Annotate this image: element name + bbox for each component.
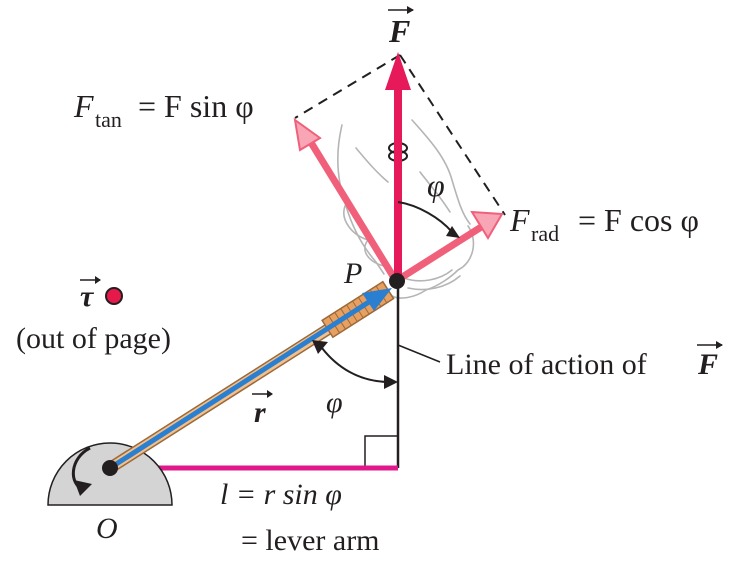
f-tan-subscript: tan bbox=[95, 107, 122, 132]
r-vector-label: r bbox=[252, 390, 273, 429]
svg-text:F: F bbox=[509, 202, 530, 238]
line-of-action-text: Line of action of bbox=[446, 348, 647, 381]
line-of-action-leader bbox=[397, 344, 441, 363]
force-label-text: F bbox=[388, 13, 410, 49]
r-vector-arrow bbox=[108, 288, 392, 471]
torque-label: τ bbox=[80, 276, 101, 313]
line-of-action-label: Line of action of F bbox=[446, 341, 723, 381]
f-tan-label: F tan = F sin φ bbox=[73, 88, 254, 132]
line-of-action-vec: F bbox=[697, 348, 718, 381]
counterclockwise-arrow-icon bbox=[71, 446, 92, 496]
force-label: F bbox=[388, 6, 414, 49]
lever-arm-equation: l = r sin φ bbox=[220, 478, 342, 511]
torque-note: (out of page) bbox=[16, 322, 171, 355]
phi-lower-label: φ bbox=[326, 386, 343, 419]
dashed-component-lines bbox=[294, 54, 506, 216]
svg-text:F: F bbox=[73, 88, 94, 124]
r-vector-text: r bbox=[254, 396, 266, 429]
torque-dot bbox=[105, 287, 123, 305]
f-tan-rhs: = F sin φ bbox=[138, 88, 254, 124]
torque-symbol: τ bbox=[80, 280, 95, 313]
phi-upper-label: φ bbox=[427, 167, 445, 203]
origin-point bbox=[102, 460, 118, 476]
f-tan-arrow bbox=[293, 117, 399, 283]
right-angle-marker bbox=[364, 435, 398, 468]
point-p-label: P bbox=[343, 257, 362, 290]
f-rad-subscript: rad bbox=[531, 221, 559, 246]
phi-arc-upper bbox=[397, 201, 460, 238]
force-arrow bbox=[385, 52, 411, 281]
f-rad-rhs: = F cos φ bbox=[578, 202, 699, 238]
phi-arc-lower bbox=[312, 340, 398, 389]
lever-arm-caption: = lever arm bbox=[241, 524, 380, 557]
f-rad-label: F rad = F cos φ bbox=[509, 202, 699, 246]
origin-label: O bbox=[96, 512, 118, 545]
f-rad-arrow bbox=[394, 210, 504, 284]
point-p bbox=[389, 273, 405, 289]
